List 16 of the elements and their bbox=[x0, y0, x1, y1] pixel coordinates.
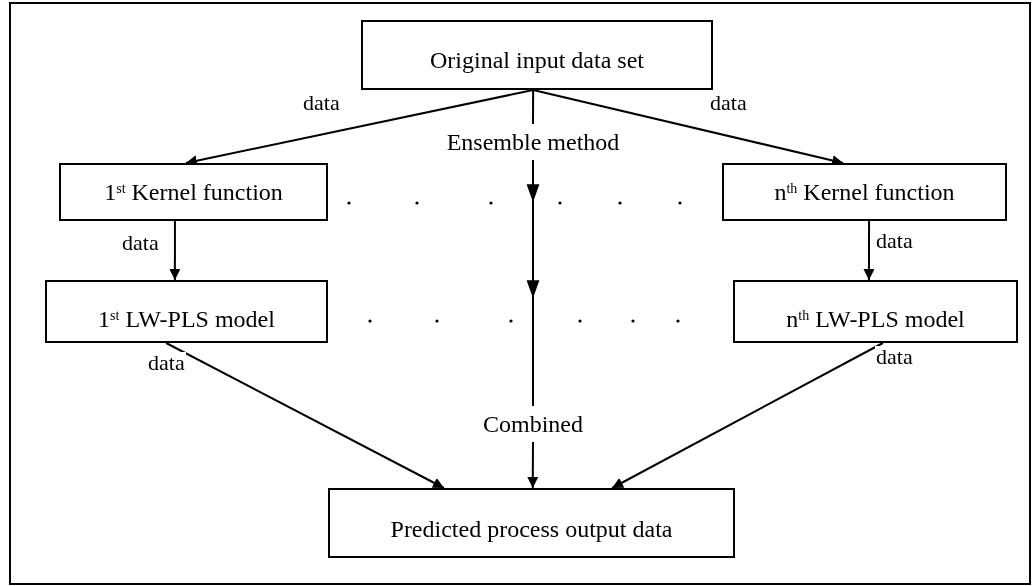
process-box: 1$^{st}$ Kernel function bbox=[59, 163, 328, 221]
line bbox=[532, 89, 535, 125]
arrow bbox=[863, 220, 875, 281]
process-box: Original input data set bbox=[361, 20, 713, 90]
process-box: Predicted process output data bbox=[328, 488, 735, 558]
text-label: Ensemble method bbox=[420, 124, 646, 160]
process-box: 1$^{st}$ LW-PLS model bbox=[45, 280, 328, 343]
process-box: n$^{th}$ Kernel function bbox=[722, 163, 1007, 221]
arrow bbox=[527, 441, 539, 489]
arrow bbox=[165, 342, 445, 489]
arrow bbox=[611, 342, 884, 489]
arrow bbox=[169, 220, 181, 281]
process-box: n$^{th}$ LW-PLS model bbox=[733, 280, 1018, 343]
arrow bbox=[527, 159, 540, 407]
arrow bbox=[532, 89, 845, 166]
text-label: Combined bbox=[463, 406, 603, 442]
